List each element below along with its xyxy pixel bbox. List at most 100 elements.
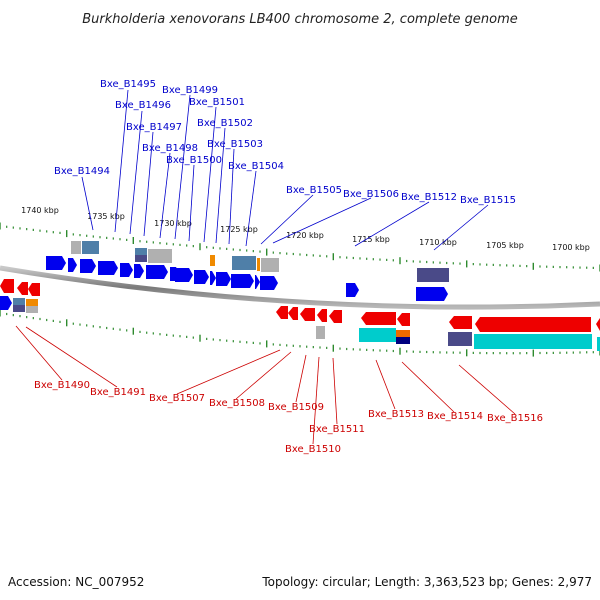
accession-text: Accession: NC_007952 <box>8 575 144 589</box>
gene-arrow-reverse[interactable] <box>397 313 410 326</box>
feature-block[interactable] <box>316 326 325 339</box>
feature-track-upper <box>71 241 449 282</box>
gene-arrow-reverse[interactable] <box>276 306 288 319</box>
feature-block[interactable] <box>82 241 99 254</box>
feature-block[interactable] <box>71 241 81 254</box>
forward-label-leaders <box>81 89 489 251</box>
gene-label-reverse[interactable]: Bxe_B1510 <box>285 444 341 455</box>
gene-arrow-reverse[interactable] <box>317 309 327 322</box>
gene-label-forward[interactable]: Bxe_B1500 <box>166 155 222 166</box>
gene-arrow-reverse[interactable] <box>28 283 40 296</box>
feature-block[interactable] <box>261 258 279 272</box>
scale-label: 1740 kbp <box>21 206 59 215</box>
feature-track-lower <box>316 326 600 351</box>
gene-arrow-reverse[interactable] <box>17 282 28 295</box>
gene-arrow-forward[interactable] <box>194 270 209 284</box>
genome-summary-text: Topology: circular; Length: 3,363,523 bp… <box>261 575 592 589</box>
gene-label-forward[interactable]: Bxe_B1495 <box>100 79 156 90</box>
forward-gene-track <box>46 256 448 301</box>
feature-block[interactable] <box>135 255 147 262</box>
gene-label-forward[interactable]: Bxe_B1496 <box>115 100 171 111</box>
feature-block[interactable] <box>359 328 396 342</box>
gene-arrow-forward[interactable] <box>80 259 96 273</box>
gene-label-forward[interactable]: Bxe_B1497 <box>126 122 182 133</box>
feature-block[interactable] <box>13 305 25 312</box>
feature-block[interactable] <box>210 255 215 266</box>
scale-label: 1715 kbp <box>352 235 390 244</box>
reverse-gene-track <box>276 306 600 332</box>
scale-label: 1730 kbp <box>154 219 192 228</box>
scale-label: 1710 kbp <box>419 238 457 247</box>
scale-label: 1725 kbp <box>220 225 258 234</box>
feature-block[interactable] <box>232 256 256 270</box>
feature-block[interactable] <box>396 330 410 337</box>
gene-arrow-forward[interactable] <box>0 296 12 310</box>
gene-arrow-forward[interactable] <box>255 275 260 289</box>
gene-label-reverse[interactable]: Bxe_B1490 <box>34 380 90 391</box>
feature-block[interactable] <box>13 298 25 305</box>
gene-arrow-forward[interactable] <box>216 272 231 286</box>
gene-arrow-reverse[interactable] <box>288 307 298 320</box>
gene-arrow-forward[interactable] <box>416 287 448 301</box>
gene-label-reverse[interactable]: Bxe_B1516 <box>487 413 543 424</box>
gene-label-forward[interactable]: Bxe_B1501 <box>189 97 245 108</box>
gene-arrow-reverse[interactable] <box>0 279 14 293</box>
forward-gene-labels: Bxe_B1495 Bxe_B1499 Bxe_B1496 Bxe_B1501 … <box>54 79 516 206</box>
gene-label-forward[interactable]: Bxe_B1499 <box>162 85 218 96</box>
gene-arrow-reverse[interactable] <box>300 308 315 321</box>
gene-label-reverse[interactable]: Bxe_B1513 <box>368 409 424 420</box>
gene-label-reverse[interactable]: Bxe_B1491 <box>90 387 146 398</box>
gene-arrow-reverse[interactable] <box>596 318 600 331</box>
feature-block[interactable] <box>396 337 410 344</box>
gene-arrow-forward[interactable] <box>175 268 193 282</box>
scale-label: 1700 kbp <box>552 243 590 252</box>
reverse-gene-labels: Bxe_B1490 Bxe_B1491 Bxe_B1507 Bxe_B1508 … <box>34 380 543 455</box>
feature-block[interactable] <box>597 337 600 351</box>
gene-label-reverse[interactable]: Bxe_B1511 <box>309 424 365 435</box>
gene-label-forward[interactable]: Bxe_B1494 <box>54 166 110 177</box>
gene-label-forward[interactable]: Bxe_B1505 <box>286 185 342 196</box>
gene-arrow-forward[interactable] <box>46 256 66 270</box>
gene-label-reverse[interactable]: Bxe_B1514 <box>427 411 483 422</box>
feature-block[interactable] <box>474 334 592 349</box>
chromosome-backbone <box>0 265 600 310</box>
scale-labels: 1740 kbp 1735 kbp 1730 kbp 1725 kbp 1720… <box>21 206 590 252</box>
scale-ticks-outer <box>0 222 600 272</box>
feature-track-left <box>0 279 40 313</box>
feature-block[interactable] <box>448 332 472 346</box>
gene-arrow-forward[interactable] <box>210 271 216 285</box>
gene-arrow-forward[interactable] <box>120 263 133 277</box>
scale-label: 1720 kbp <box>286 231 324 240</box>
gene-arrow-reverse[interactable] <box>329 310 342 323</box>
gene-arrow-forward[interactable] <box>68 258 77 272</box>
gene-arrow-forward[interactable] <box>346 283 359 297</box>
gene-arrow-forward[interactable] <box>260 276 278 290</box>
gene-arrow-forward[interactable] <box>98 261 118 275</box>
gene-arrow-forward[interactable] <box>231 274 254 288</box>
gene-label-forward[interactable]: Bxe_B1506 <box>343 189 399 200</box>
gene-arrow-forward[interactable] <box>134 264 144 278</box>
gene-label-forward[interactable]: Bxe_B1502 <box>197 118 253 129</box>
gene-label-reverse[interactable]: Bxe_B1508 <box>209 398 265 409</box>
feature-block[interactable] <box>148 249 172 263</box>
feature-block[interactable] <box>257 258 260 271</box>
feature-block[interactable] <box>417 268 449 282</box>
gene-label-forward[interactable]: Bxe_B1512 <box>401 192 457 203</box>
gene-arrow-forward[interactable] <box>146 265 168 279</box>
gene-arrow-reverse[interactable] <box>361 312 396 325</box>
gene-label-forward[interactable]: Bxe_B1504 <box>228 161 284 172</box>
feature-block[interactable] <box>135 248 147 255</box>
gene-label-forward[interactable]: Bxe_B1515 <box>460 195 516 206</box>
gene-label-forward[interactable]: Bxe_B1498 <box>142 143 198 154</box>
gene-label-reverse[interactable]: Bxe_B1509 <box>268 402 324 413</box>
map-title: Burkholderia xenovorans LB400 chromosome… <box>82 12 518 27</box>
gene-arrow-reverse[interactable] <box>449 316 472 329</box>
reverse-label-leaders <box>15 325 516 445</box>
gene-label-reverse[interactable]: Bxe_B1507 <box>149 393 205 404</box>
feature-block[interactable] <box>26 306 38 313</box>
scale-ticks-inner <box>0 309 600 357</box>
gene-label-forward[interactable]: Bxe_B1503 <box>207 139 263 150</box>
gene-arrow-reverse[interactable] <box>475 317 591 332</box>
feature-block[interactable] <box>26 299 38 306</box>
